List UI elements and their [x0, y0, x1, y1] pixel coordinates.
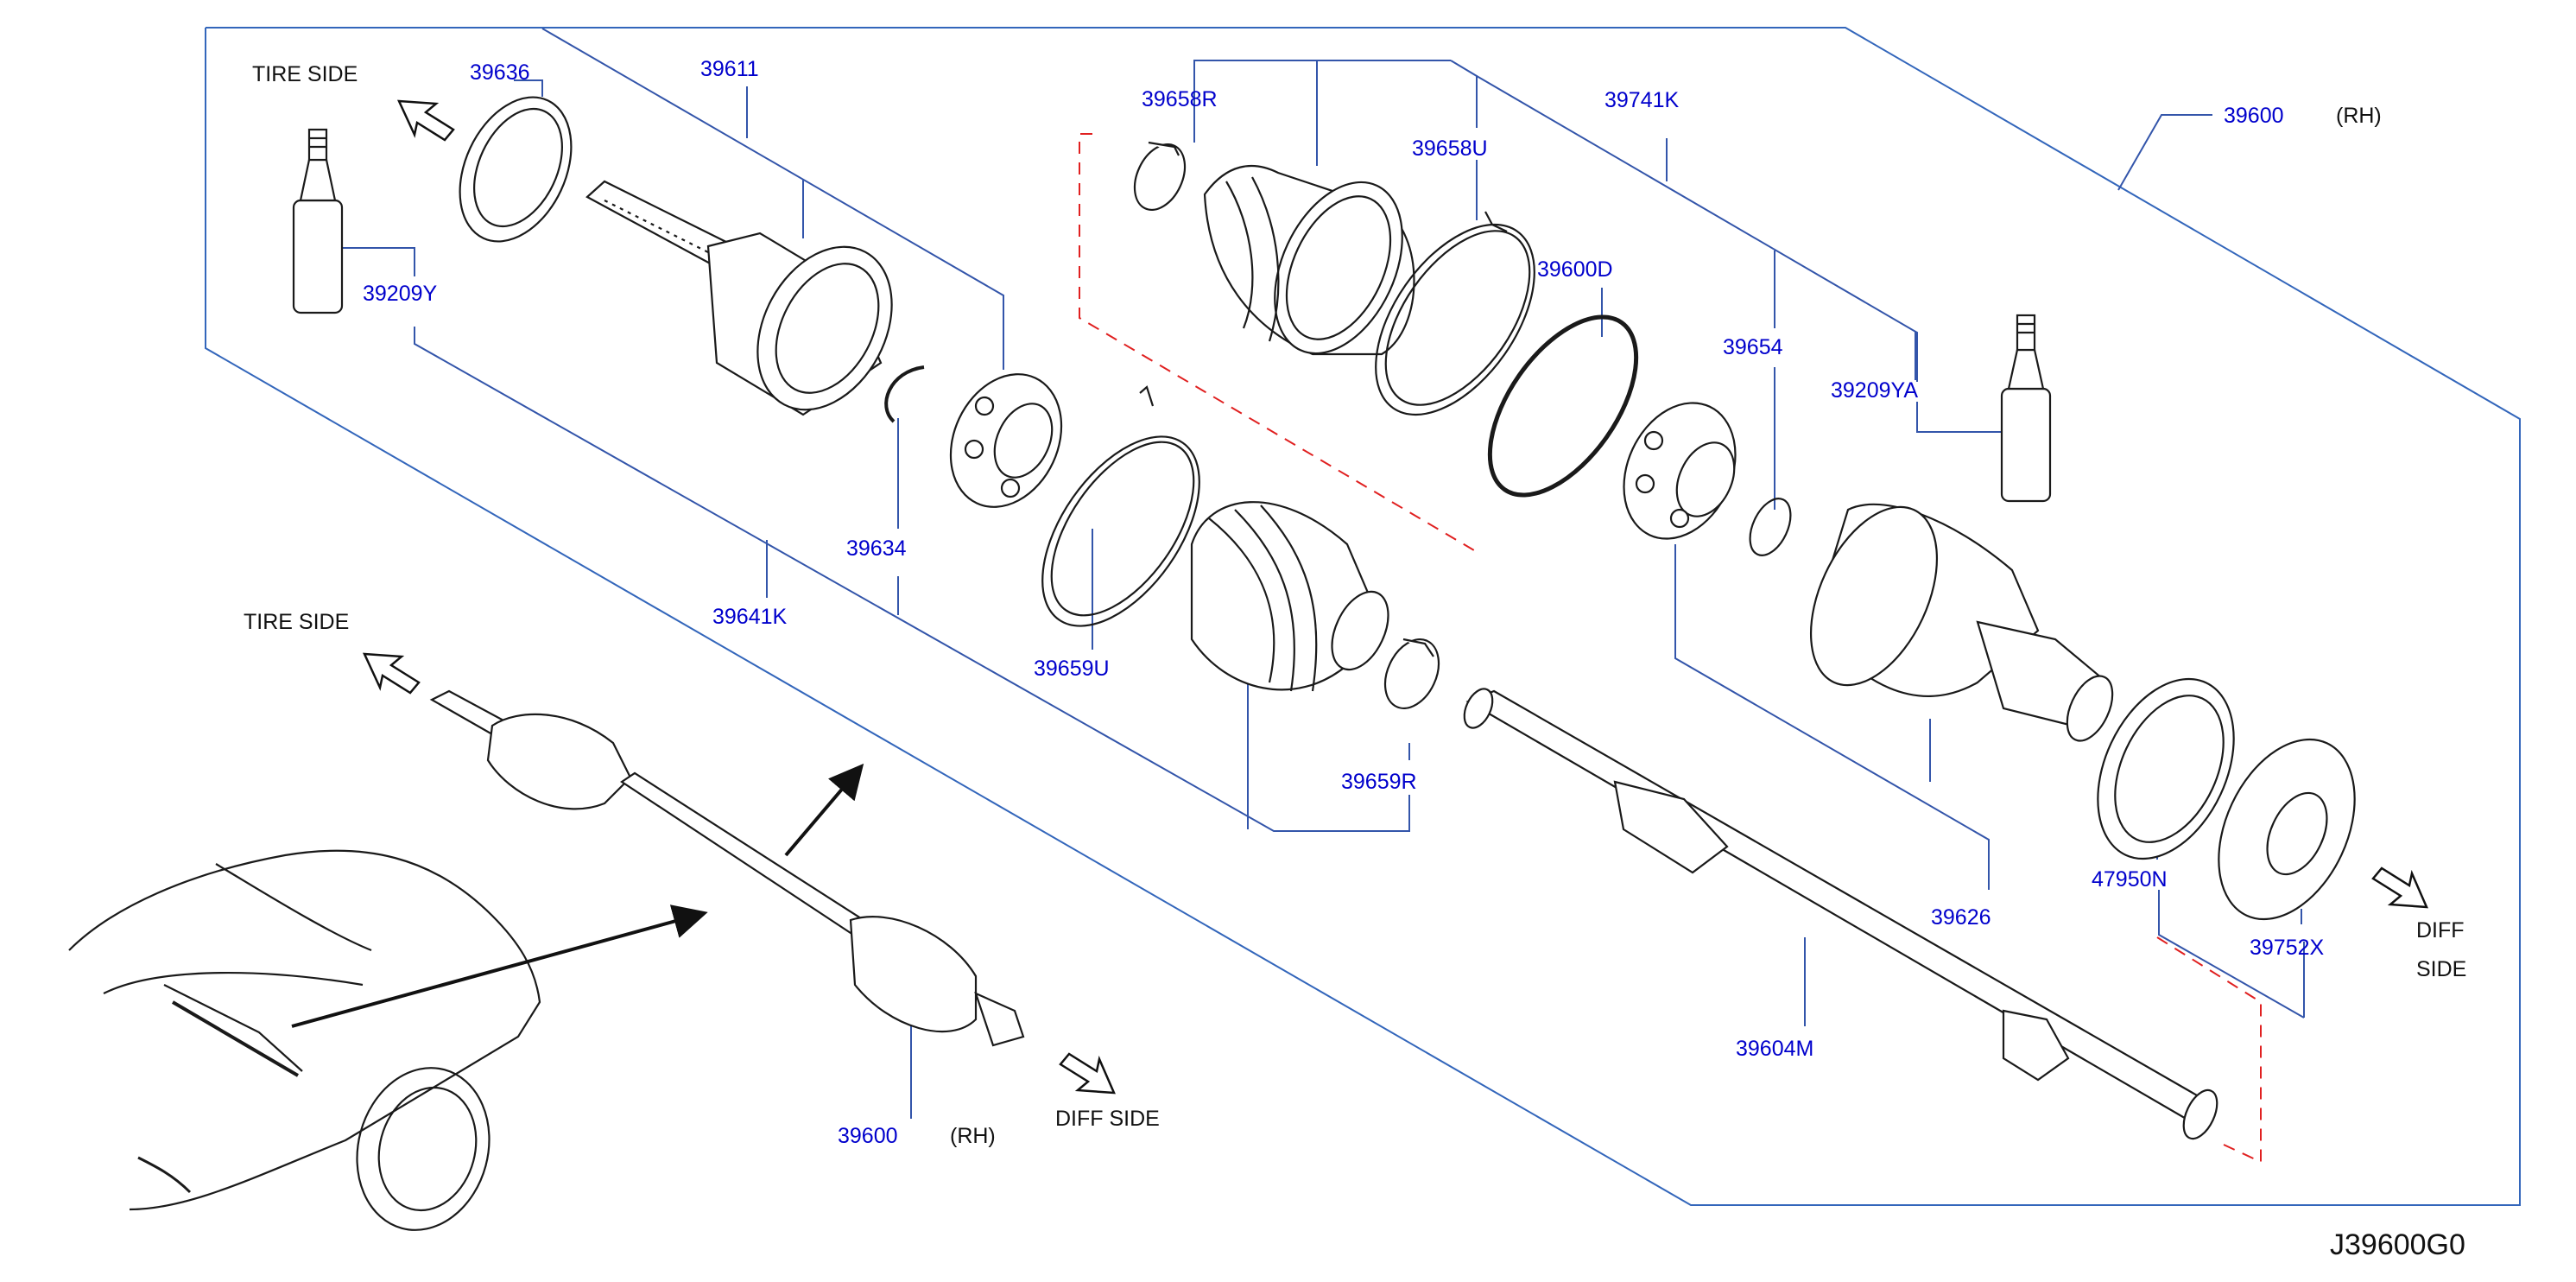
- tire-side-label-top: TIRE SIDE: [252, 62, 358, 86]
- part-number-39600D[interactable]: 39600D: [1537, 257, 1613, 282]
- assembled-drive-shaft-drawing: [429, 689, 1025, 1047]
- part-bearing-cage-drawing: [949, 373, 1063, 508]
- grease-tube-icon: [2000, 314, 2052, 503]
- part-number-39752X[interactable]: 39752X: [2250, 936, 2325, 960]
- part-39600D-snap-ring-drawing: [1487, 314, 1639, 498]
- part-number-39636[interactable]: 39636: [470, 60, 530, 85]
- pointer-arrows: [291, 763, 864, 1028]
- part-number-39209YA[interactable]: 39209YA: [1831, 378, 1918, 403]
- dashed-boundary: [1079, 133, 2262, 1164]
- part-39659R-clamp-drawing: [1383, 638, 1440, 709]
- part-39654-circlip-drawing: [1749, 498, 1792, 556]
- part-39634-circlip-drawing: [884, 365, 925, 423]
- grease-tube-icon: [292, 128, 344, 314]
- part-39611-outer-joint-drawing: [585, 180, 893, 416]
- part-boot-left-drawing: [1190, 501, 1389, 692]
- tire-side-label-bottom: TIRE SIDE: [244, 610, 349, 634]
- part-number-39611[interactable]: 39611: [700, 57, 759, 81]
- tire-side-arrow-icon: [362, 652, 421, 695]
- leader-lines: [341, 28, 2305, 1119]
- vehicle-outline-icon: [68, 849, 541, 1231]
- diff-side-label-bottom: DIFF SIDE: [1055, 1107, 1160, 1131]
- labels: TIRE SIDE TIRE SIDE DIFF SIDE DIFF SIDE …: [244, 57, 2466, 1261]
- part-number-39641K[interactable]: 39641K: [712, 605, 788, 629]
- part-number-39626[interactable]: 39626: [1931, 905, 1991, 930]
- part-number-39209Y[interactable]: 39209Y: [363, 282, 438, 306]
- part-39659U-band-drawing: [1041, 385, 1200, 627]
- diff-side-arrow-icon: [1059, 1052, 1116, 1095]
- part-39752X-washer-drawing: [2218, 738, 2356, 921]
- part-39626-inner-housing-drawing: [1809, 503, 2114, 742]
- tire-side-arrow-icon: [396, 99, 455, 142]
- part-47950N-ring-drawing: [2097, 677, 2235, 860]
- part-number-39604M[interactable]: 39604M: [1736, 1037, 1813, 1061]
- part-39658R-clamp-drawing: [1133, 141, 1187, 211]
- part-number-39659R[interactable]: 39659R: [1341, 770, 1417, 794]
- rh-qualifier-top: (RH): [2336, 104, 2382, 128]
- part-number-39658U[interactable]: 39658U: [1412, 136, 1488, 161]
- part-number-39634[interactable]: 39634: [846, 536, 907, 561]
- part-number-39659U[interactable]: 39659U: [1034, 657, 1110, 681]
- rh-qualifier-bottom: (RH): [950, 1124, 996, 1148]
- exploded-parts: [292, 96, 2356, 1140]
- diagram-code: J39600G0: [2330, 1228, 2465, 1261]
- assembly-frame: [205, 27, 2521, 1206]
- part-number-47950N[interactable]: 47950N: [2092, 867, 2168, 892]
- part-inner-bearing-drawing: [1623, 402, 1737, 540]
- part-39604M-shaft-drawing: [1463, 688, 2218, 1140]
- part-39658U-band-drawing: [1375, 211, 1535, 416]
- part-39636-seal-ring-drawing: [459, 96, 573, 243]
- diff-side-arrow-icon: [2371, 866, 2428, 909]
- part-number-39654[interactable]: 39654: [1723, 335, 1783, 359]
- part-number-39600-top[interactable]: 39600: [2224, 104, 2284, 128]
- part-number-39600-bottom[interactable]: 39600: [838, 1124, 898, 1148]
- diff-side-label-right-1: DIFF: [2416, 918, 2465, 942]
- part-number-39658R[interactable]: 39658R: [1142, 87, 1218, 111]
- part-boot-right-drawing: [1203, 164, 1415, 356]
- diff-side-label-right-2: SIDE: [2416, 957, 2466, 981]
- part-number-39741K[interactable]: 39741K: [1604, 88, 1680, 112]
